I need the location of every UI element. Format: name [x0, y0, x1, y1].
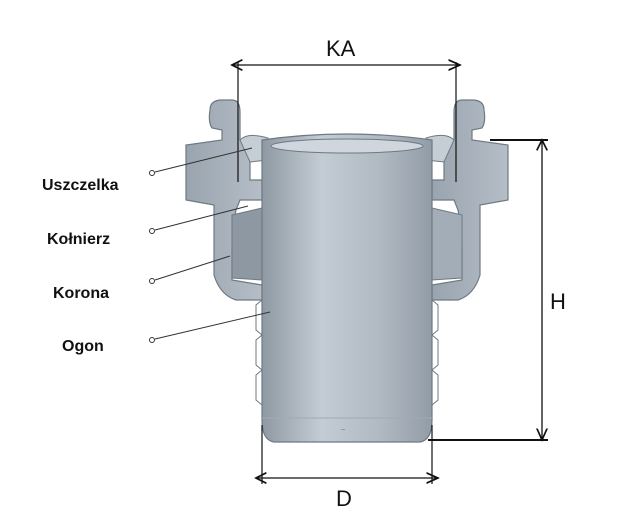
- label-uszczelka: Uszczelka: [42, 177, 119, 194]
- leader-dot-ogon: [149, 337, 155, 343]
- label-korona: Korona: [53, 285, 109, 302]
- left-coupling-body: [185, 99, 263, 301]
- leader-lines: [149, 147, 271, 343]
- tail-tube: ~: [255, 133, 439, 443]
- right-coupling-body: [431, 99, 509, 301]
- leader-dot-uszczelka: [149, 170, 155, 176]
- label-d: D: [336, 486, 352, 511]
- leader-dot-kolnierz: [149, 228, 155, 234]
- watermark-logo: ~: [340, 426, 346, 434]
- label-h: H: [550, 289, 566, 314]
- d-dimension: [256, 425, 438, 484]
- leader-dot-korona: [149, 278, 155, 284]
- label-ogon: Ogon: [62, 338, 104, 355]
- h-dimension: [428, 140, 548, 440]
- label-ka: KA: [326, 36, 356, 61]
- ka-dimension: [232, 62, 460, 182]
- label-kolnierz: Kołnierz: [47, 231, 111, 248]
